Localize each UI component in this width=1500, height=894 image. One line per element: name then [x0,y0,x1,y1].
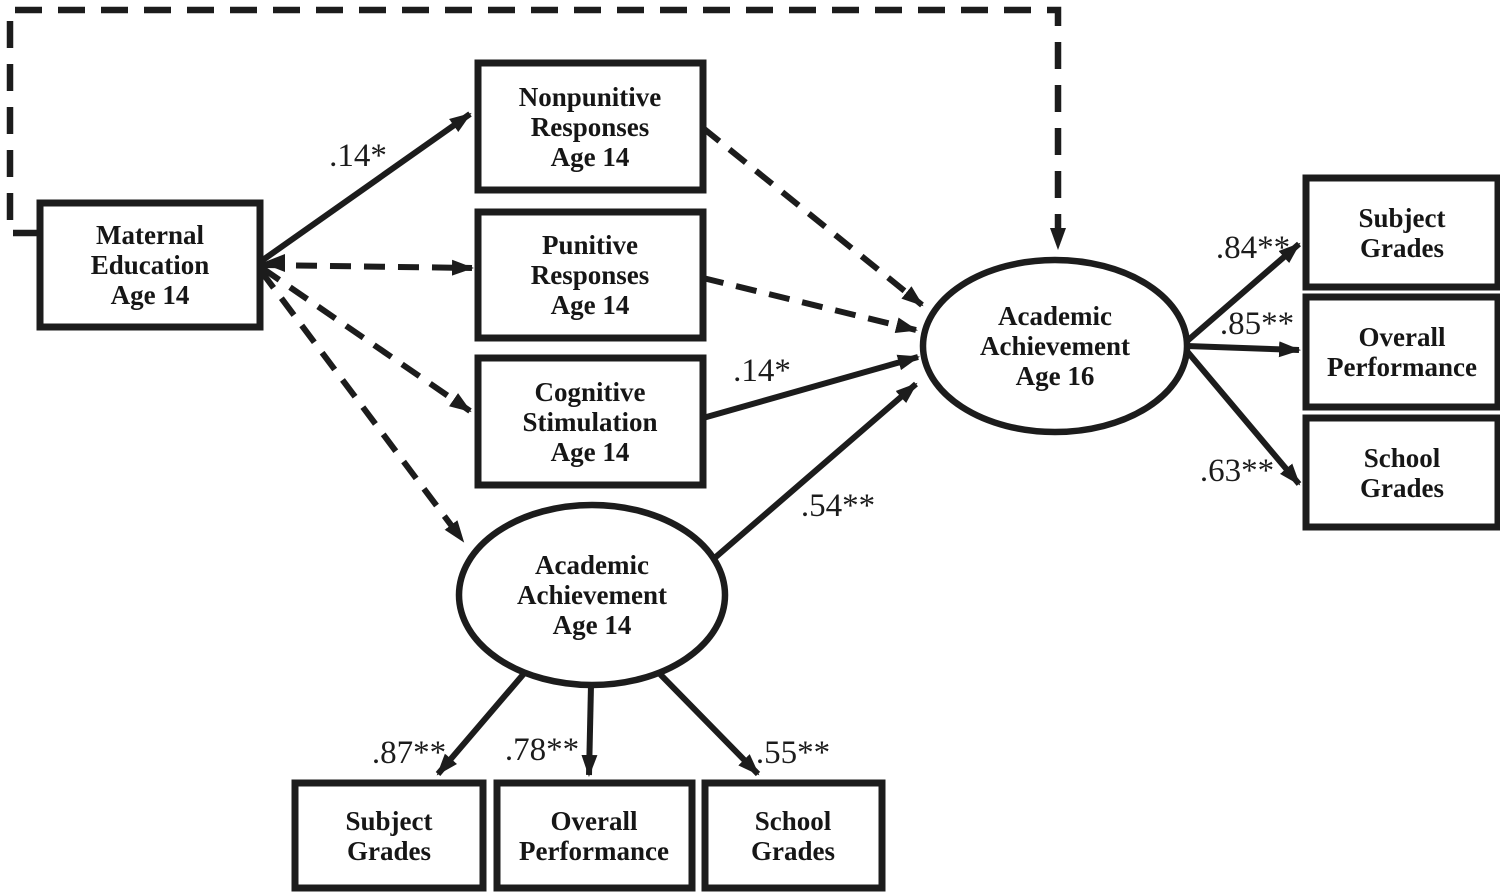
coef-aa14-aa16: .54** [801,488,875,524]
node-academic-achievement-age16: Academic Achievement Age 16 [919,256,1191,436]
school-grades-16-label-line1: School [1364,443,1441,473]
node-cognitive-stimulation: Cognitive Stimulation Age 14 [474,354,707,489]
cognitive-stimulation-label-line3: Age 14 [551,437,630,467]
punitive-label-line3: Age 14 [551,290,630,320]
punitive-responses-box [474,208,707,342]
path-aa14-to-overall-performance [581,684,598,777]
coef-me-nonpunitive: .14* [329,138,387,174]
cognitive-stimulation-label-line2: Stimulation [522,407,657,437]
node-academic-achievement-age14: Academic Achievement Age 14 [455,501,729,689]
cognitive-stimulation-box [474,354,707,489]
coef-aa14-overall-performance: .78** [505,732,579,768]
cognitive-stimulation-label-line1: Cognitive [535,377,646,407]
path-maternal-education-to-aa14 [258,269,466,543]
school-grades-14-label-line1: School [755,806,832,836]
overall-performance-16-label-line2: Performance [1327,352,1477,382]
coef-aa14-subject-grades: .87** [372,735,446,771]
overall-performance-14-label-line2: Performance [519,836,669,866]
arrowhead-into-maternal-education [262,254,285,272]
aa14-label-line2: Achievement [517,580,667,610]
path-aa16-to-subject-grades [1184,241,1301,345]
subject-grades-16-label-line2: Grades [1360,233,1444,263]
path-aa14-to-subject-grades [435,668,530,776]
school-grades-14-label-line2: Grades [751,836,835,866]
path-aa16-to-overall-performance [1186,341,1301,358]
school-grades-16-box [1302,414,1500,531]
aa16-label-line2: Achievement [980,331,1130,361]
maternal-education-label-line1: Maternal [96,220,204,250]
overall-performance-16-box [1302,293,1500,411]
node-maternal-education: Maternal Education Age 14 [36,199,264,331]
maternal-education-label-line3: Age 14 [111,280,190,310]
node-overall-performance-age14: Overall Performance [493,779,696,892]
path-maternal-education-to-aa16-around-top [6,6,1066,250]
aa16-label-line1: Academic [998,301,1112,331]
node-overall-performance-age16: Overall Performance [1302,293,1500,411]
path-aa14-to-aa16 [708,381,918,565]
path-aa14-to-school-grades [653,667,761,777]
overall-performance-16-label-line1: Overall [1359,322,1446,352]
path-nonpunitive-to-aa16 [701,125,924,308]
nonpunitive-label-line1: Nonpunitive [519,82,662,112]
aa14-label-line3: Age 14 [553,610,632,640]
coef-aa14-school-grades: .55** [756,735,830,771]
path-punitive-to-aa16 [702,275,918,334]
aa14-ellipse [455,501,729,689]
punitive-label-line1: Punitive [542,230,638,260]
path-cognitive-stimulation-to-aa16 [702,354,920,421]
aa16-ellipse [919,256,1191,436]
path-maternal-education-to-punitive [261,259,474,276]
path-maternal-education-to-nonpunitive [258,111,472,265]
node-school-grades-age14: School Grades [701,779,886,892]
overall-performance-14-box [493,779,696,892]
subject-grades-14-label-line2: Grades [347,836,431,866]
overall-performance-14-label-line1: Overall [551,806,638,836]
nonpunitive-responses-box [474,59,707,194]
school-grades-16-label-line2: Grades [1360,473,1444,503]
subject-grades-16-label-line1: Subject [1359,203,1446,233]
punitive-label-line2: Responses [531,260,650,290]
aa14-label-line1: Academic [535,550,649,580]
nonpunitive-label-line3: Age 14 [551,142,630,172]
node-punitive-responses: Punitive Responses Age 14 [474,208,707,342]
path-aa16-to-school-grades [1183,348,1302,486]
subject-grades-16-box [1302,174,1500,291]
subject-grades-14-box [291,779,487,892]
maternal-education-label-line2: Education [91,250,210,280]
node-subject-grades-age14: Subject Grades [291,779,487,892]
subject-grades-14-label-line1: Subject [346,806,433,836]
coef-aa16-subject-grades: .84** [1216,230,1290,266]
node-nonpunitive-responses: Nonpunitive Responses Age 14 [474,59,707,194]
school-grades-14-box [701,779,886,892]
maternal-education-box [36,199,264,331]
nonpunitive-label-line2: Responses [531,112,650,142]
coef-aa16-overall-performance: .85** [1220,306,1294,342]
coef-cognitive-aa16: .14* [733,353,791,389]
coef-aa16-school-grades: .63** [1200,453,1274,489]
path-maternal-education-to-cognitive-stimulation [260,265,472,414]
node-subject-grades-age16: Subject Grades [1302,174,1500,291]
aa16-label-line3: Age 16 [1016,361,1095,391]
node-school-grades-age16: School Grades [1302,414,1500,531]
